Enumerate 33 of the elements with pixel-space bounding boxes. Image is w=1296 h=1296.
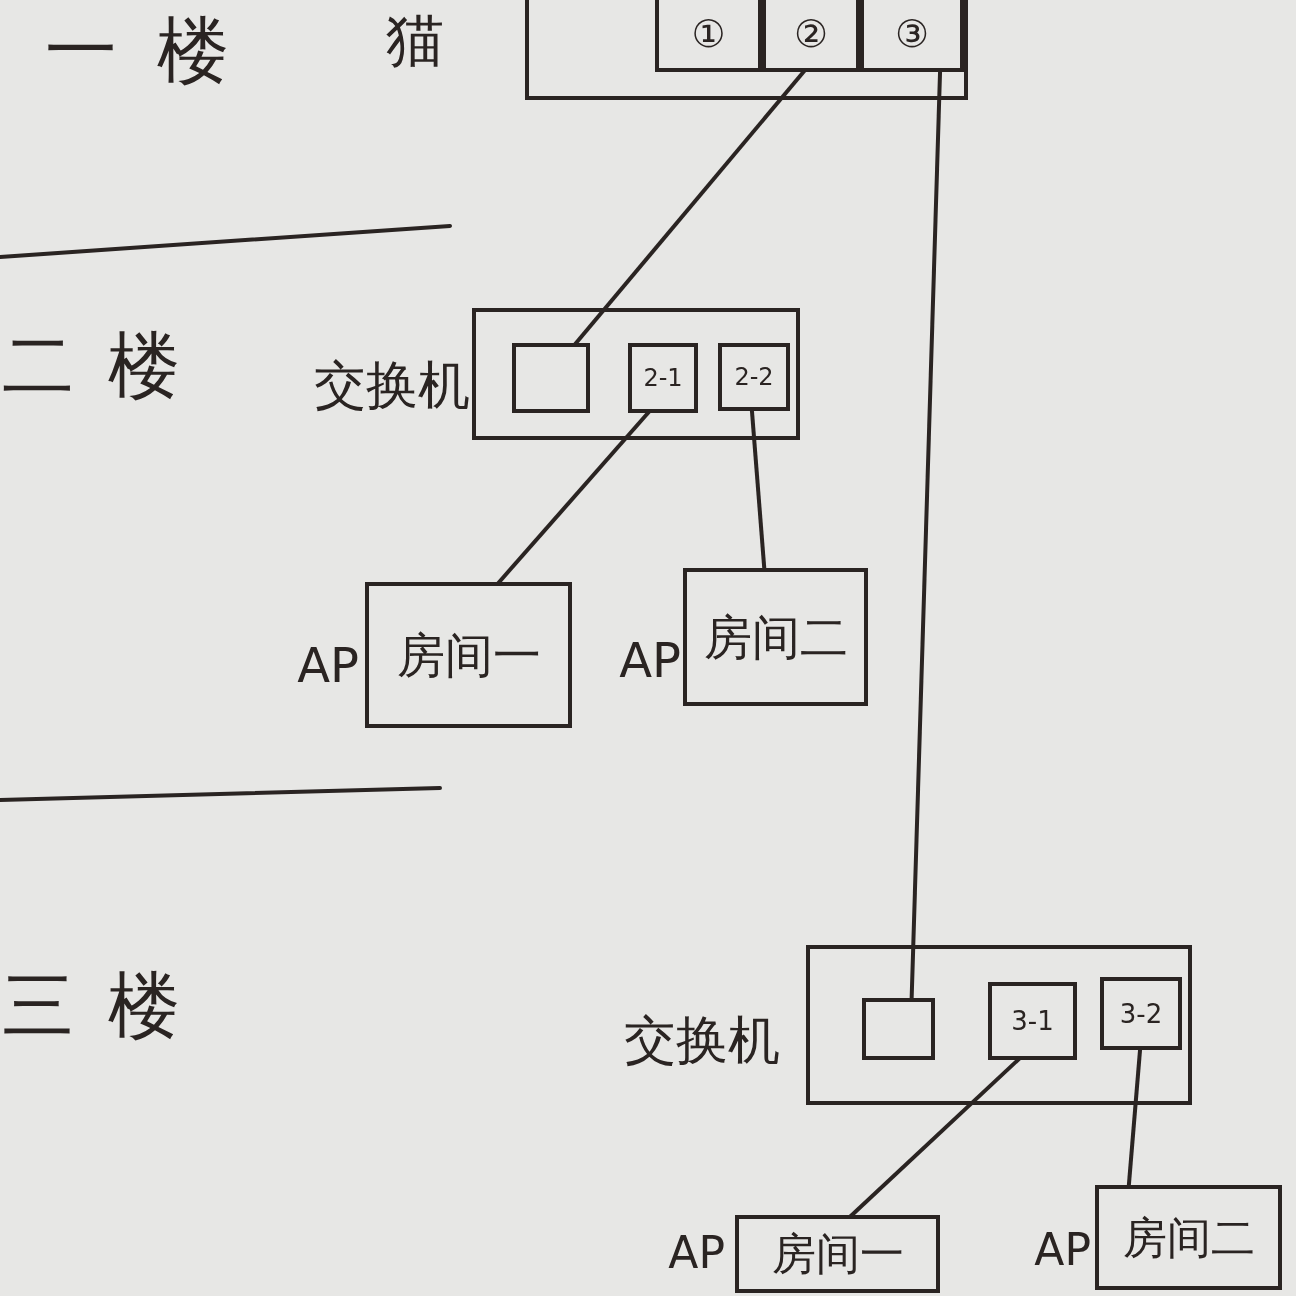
port-label: 2-2 <box>734 365 774 389</box>
room-label: 房间一 <box>771 1232 904 1276</box>
device-label: 交换机 <box>314 359 470 411</box>
port-label: ① <box>691 15 726 53</box>
room-label: 房间二 <box>1122 1215 1255 1260</box>
ap-label: AP <box>619 636 681 684</box>
port-label: 2-1 <box>643 366 683 390</box>
port-box <box>1100 977 1182 1050</box>
ap-label: AP <box>1034 1228 1091 1272</box>
device-label: 交换机 <box>624 1014 780 1066</box>
connection-line <box>909 69 943 1001</box>
port-label: 3-2 <box>1119 1000 1163 1027</box>
floor-label: 二楼 <box>2 329 214 401</box>
floor-label: 一楼 <box>45 14 269 86</box>
room-label: 房间一 <box>396 631 541 679</box>
port-box <box>762 0 860 72</box>
port-box <box>988 982 1077 1060</box>
device-label: 猫 <box>386 11 444 69</box>
port-label: 3-1 <box>1011 1008 1054 1034</box>
port-box <box>628 343 698 413</box>
connection-line <box>1126 1047 1143 1188</box>
floor-label: 三楼 <box>2 969 214 1041</box>
port-box <box>655 0 762 72</box>
ap-label: AP <box>297 641 359 689</box>
room-label: 房间二 <box>703 613 848 661</box>
port-label: ② <box>793 15 829 53</box>
ap-label: AP <box>668 1231 725 1275</box>
port-box <box>512 343 590 413</box>
connection-line <box>749 408 767 571</box>
port-box <box>862 998 935 1060</box>
port-box <box>718 343 790 411</box>
port-box <box>860 0 964 72</box>
port-label: ③ <box>894 15 930 53</box>
